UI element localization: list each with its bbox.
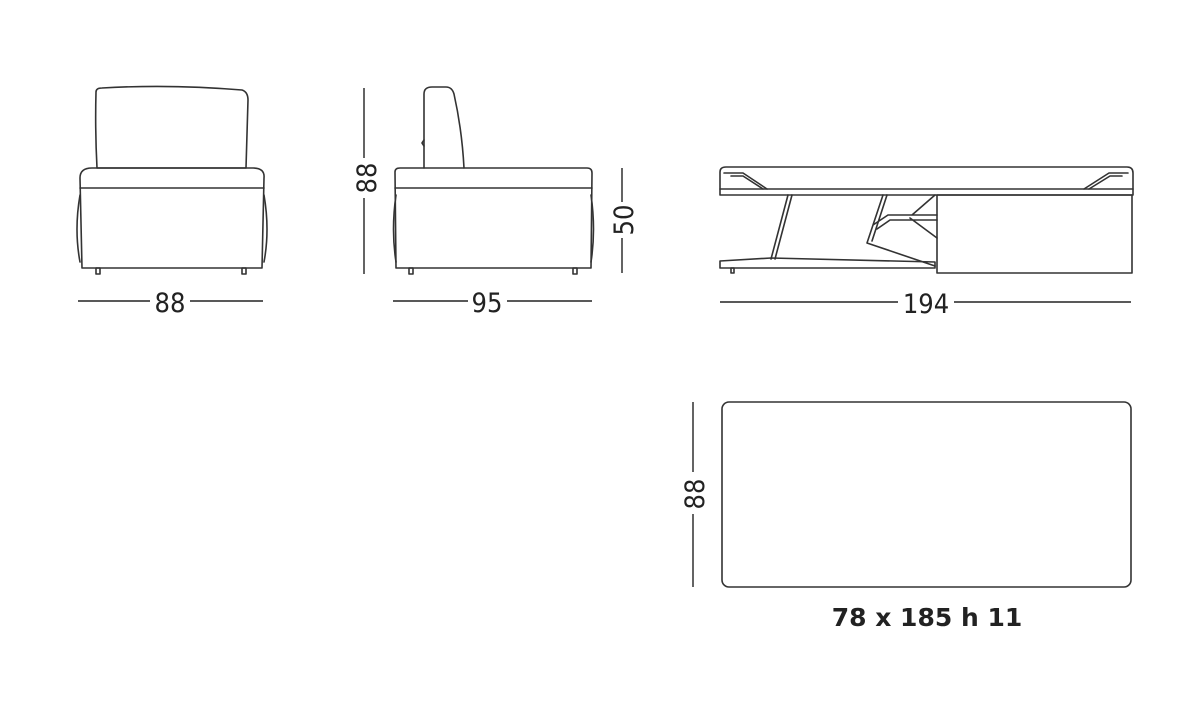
bed-frame-corner-right [1083,172,1129,190]
bed-side-view: 194 [719,166,1134,320]
bed-length-label: 194 [903,289,949,320]
side-view: 88 50 95 [352,86,640,319]
front-backrest [94,85,249,169]
side-leg-front [408,267,414,275]
side-curve-left [392,194,397,263]
side-curve-right [590,194,595,263]
mattress-outline [721,401,1132,588]
side-backrest [423,86,465,169]
front-view: 88 [76,85,268,319]
side-backrest-knob [421,139,425,147]
mattress-width-label: 88 [680,479,711,510]
seat-height-label: 50 [609,205,640,236]
bed-fold-mechanism [866,194,938,267]
bed-mattress-side [936,194,1133,274]
front-width-label: 88 [155,288,186,319]
front-side-curve-left [76,194,81,263]
bed-foot [730,267,735,274]
side-depth-label: 95 [472,288,503,319]
front-leg-right [241,267,247,275]
side-seat [394,167,593,269]
front-side-curve-right [263,194,268,263]
side-height-label: 88 [352,163,383,194]
bed-leg-strut [770,194,793,260]
front-leg-left [95,267,101,275]
mattress-plan: 88 78 x 185 h 11 [680,401,1132,632]
front-seat [79,167,265,269]
bed-frame-corner-left [723,172,768,190]
side-leg-back [572,267,578,275]
bed-bottom-frame [719,257,936,269]
bed-top-frame [719,166,1134,196]
mattress-caption: 78 x 185 h 11 [832,603,1023,632]
